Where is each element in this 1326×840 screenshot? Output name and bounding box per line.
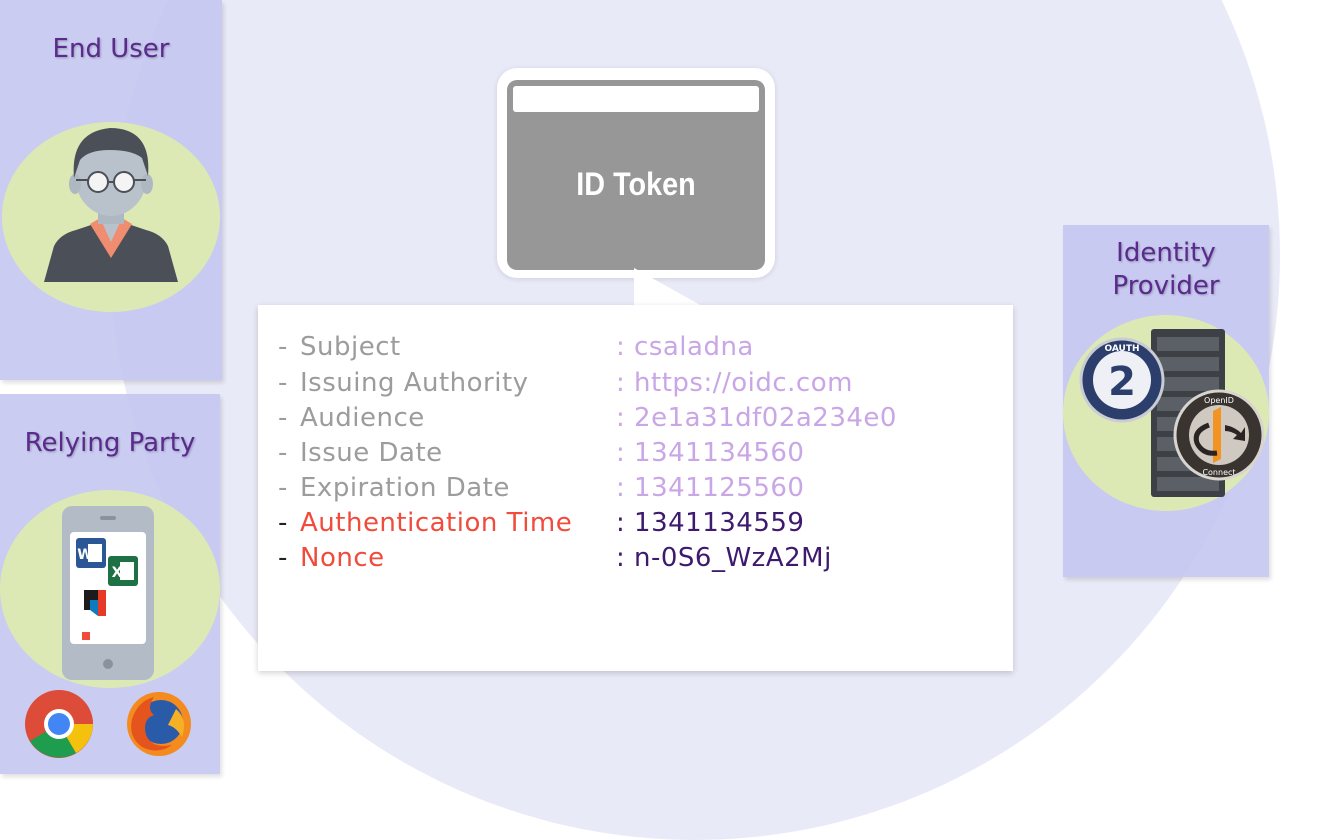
claim-value: : 2e1a31df02a234e0 <box>616 403 897 433</box>
claim-dash: - <box>278 543 288 573</box>
relying-party-panel: Relying Party W X <box>0 394 220 774</box>
claim-value: : n-0S6_WzA2Mj <box>616 543 832 573</box>
claim-value: : csaladna <box>616 332 754 362</box>
svg-text:W: W <box>77 547 92 563</box>
svg-text:X: X <box>112 565 123 581</box>
end-user-title: End User <box>52 34 170 64</box>
claim-value: : https://oidc.com <box>616 368 853 398</box>
claim-value: : 1341134559 <box>616 508 805 538</box>
user-avatar-icon <box>44 128 178 282</box>
openid-text-top: OpenID <box>1204 396 1234 405</box>
chrome-icon <box>25 690 93 758</box>
claim-value: : 1341125560 <box>616 473 805 503</box>
oauth-text: OAUTH <box>1104 344 1139 354</box>
claims-pointer <box>634 268 702 306</box>
claim-dash: - <box>278 332 288 362</box>
oauth-logo: OAUTH 2 <box>1079 337 1165 423</box>
claim-dash: - <box>278 403 288 433</box>
id-token-card: ID Token <box>497 68 775 278</box>
claim-key: Issuing Authority <box>300 368 529 398</box>
claim-key: Expiration Date <box>300 473 510 503</box>
openid-connect-logo: OpenID Connect <box>1173 389 1265 481</box>
claim-key: Subject <box>300 332 401 362</box>
id-token-title-bar <box>513 86 759 112</box>
word-app-icon: W <box>76 538 106 568</box>
claim-key: Authentication Time <box>300 508 573 538</box>
claim-dash: - <box>278 438 288 468</box>
relying-party-title: Relying Party <box>24 428 196 458</box>
end-user-panel: End User <box>0 0 222 380</box>
claim-key: Audience <box>300 403 425 433</box>
identity-provider-title-line2: Provider <box>1112 271 1220 301</box>
claim-key: Issue Date <box>300 438 443 468</box>
claim-key: Nonce <box>300 543 385 573</box>
oauth-number: 2 <box>1108 359 1136 405</box>
excel-app-icon: X <box>108 556 138 586</box>
claim-dash: - <box>278 473 288 503</box>
id-token-label: ID Token <box>576 166 696 202</box>
generic-app-icon <box>84 590 106 616</box>
firefox-icon <box>127 692 191 756</box>
claim-dash: - <box>278 508 288 538</box>
identity-provider-title-line1: Identity <box>1116 238 1216 268</box>
claims-box: -Subject: csaladna-Issuing Authority: ht… <box>258 305 1013 671</box>
smartphone-icon <box>62 506 154 680</box>
id-token-window: ID Token <box>507 80 765 270</box>
openid-text-bottom: Connect <box>1202 468 1235 477</box>
claim-dash: - <box>278 368 288 398</box>
claim-value: : 1341134560 <box>616 438 805 468</box>
identity-provider-panel: Identity Provider OAUTH 2 OpenID Connect <box>1063 225 1269 577</box>
